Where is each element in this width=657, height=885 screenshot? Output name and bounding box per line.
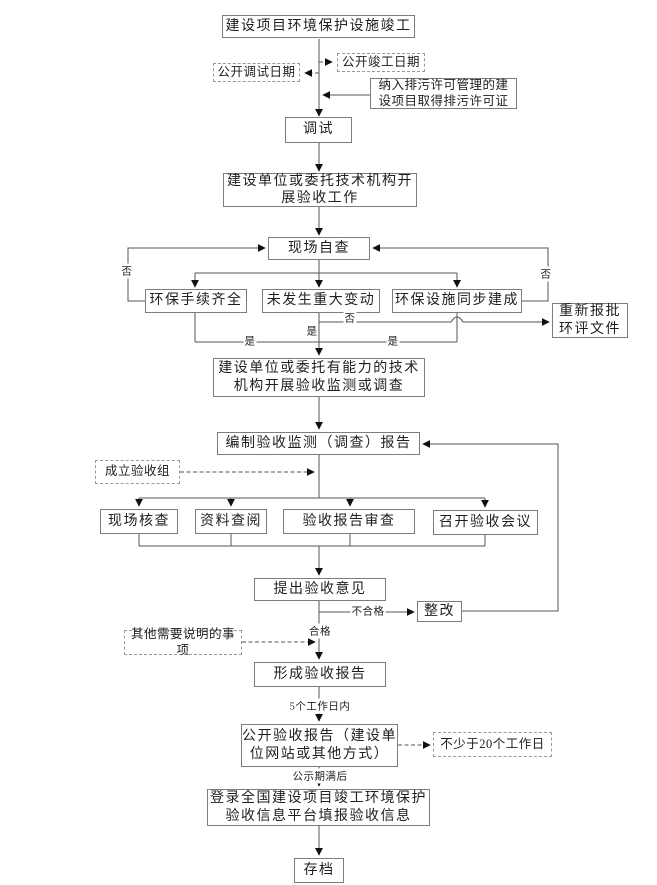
node-min-20-workdays: 不少于20个工作日 [433,732,552,757]
edge-label-yes-left: 是 [243,333,257,349]
edge-label-no-center: 否 [343,310,357,326]
edge-label-qualified: 合格 [308,623,332,639]
node-resubmit-eia: 重新报批 环评文件 [552,303,628,338]
node-start-acceptance: 建设单位或委托技术机构开 展验收工作 [223,173,417,207]
node-site-verification: 现场核查 [100,509,178,534]
node-facilities-built: 环保设施同步建成 [392,289,522,313]
node-document-review: 资料查阅 [195,509,267,534]
node-project-completion: 建设项目环境保护设施竣工 [222,15,415,38]
node-monitor-survey: 建设单位或委托有能力的技术 机构开展验收监测或调查 [213,358,425,397]
node-site-self-check: 现场自查 [268,237,370,260]
node-info-platform: 登录全国建设项目竣工环境保护 验收信息平台填报验收信息 [207,789,430,826]
node-final-report: 形成验收报告 [254,662,386,687]
node-open-completion-date: 公开竣工日期 [337,53,425,72]
node-report-review: 验收报告审查 [283,509,415,534]
edge-label-after-publicity: 公示期满后 [291,768,349,784]
node-rectification: 整改 [417,601,462,622]
node-acceptance-meeting: 召开验收会议 [433,510,538,535]
node-form-acceptance-group: 成立验收组 [95,460,180,484]
node-publish-report: 公开验收报告（建设单 位网站或其他方式） [241,724,398,767]
edge-label-not-qualified: 不合格 [350,603,386,619]
node-procedures-complete: 环保手续齐全 [145,289,247,313]
edge-label-no-right: 否 [539,266,553,282]
edge-label-yes-right: 是 [386,333,400,349]
node-other-notes: 其他需要说明的事项 [124,627,242,657]
edge-label-no-left: 否 [120,263,134,279]
edge-label-yes-center: 是 [305,323,319,339]
edge-label-within-5-days: 5个工作日内 [288,698,352,714]
node-pollution-permit: 纳入排污许可管理的建 设项目取得排污许可证 [370,78,517,109]
node-open-debug-date: 公开调试日期 [213,63,300,82]
node-compile-report: 编制验收监测（调查）报告 [217,432,420,455]
node-no-major-change: 未发生重大变动 [262,289,380,313]
node-archive: 存档 [294,858,344,883]
node-debug: 调试 [285,117,352,143]
node-acceptance-opinion: 提出验收意见 [254,578,386,601]
